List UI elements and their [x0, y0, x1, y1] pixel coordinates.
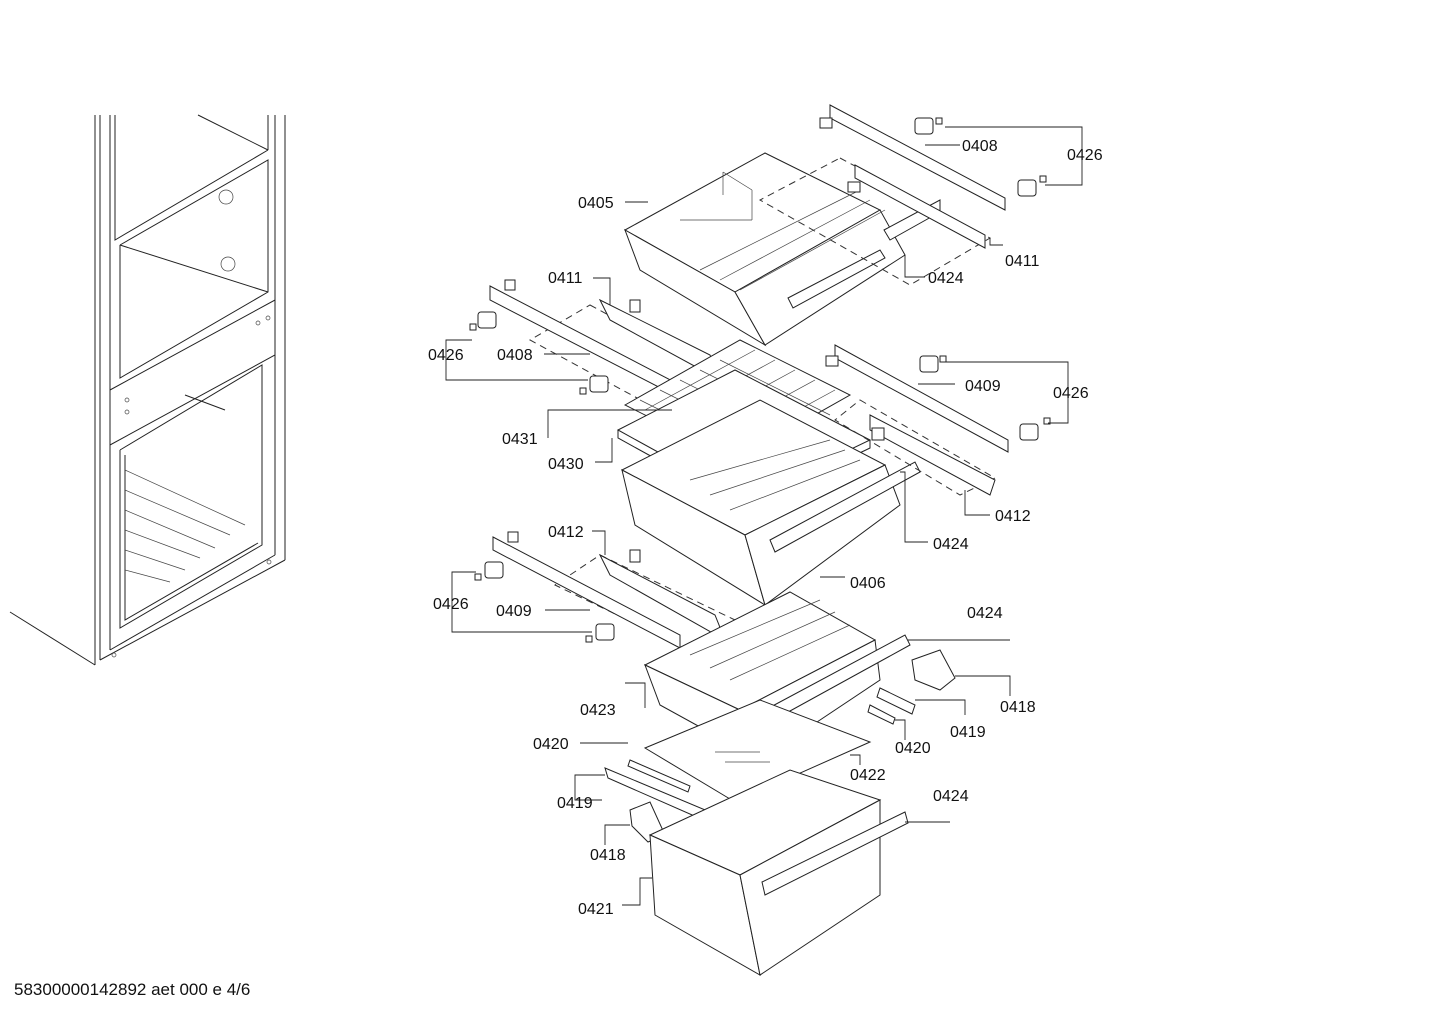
cover-strip-0420-left	[627, 759, 691, 793]
callout-0412-left: 0412	[548, 524, 584, 541]
callout-0418-left: 0418	[590, 847, 626, 864]
mid-right-rail-0409	[825, 344, 1009, 496]
glass-plate-0422	[643, 699, 872, 803]
leader-lines	[445, 126, 1083, 906]
screw-0426-left-d	[585, 623, 615, 643]
document-code: 58300000142892 aet 000 e 4/6	[14, 980, 251, 999]
middle-drawer-0406	[620, 399, 921, 607]
screw-0426-top-a	[914, 117, 943, 135]
upper-right-rail-0408	[819, 104, 1006, 249]
callout-0406: 0406	[850, 575, 886, 592]
callout-0426-left-b: 0426	[433, 596, 469, 613]
screw-0426-mid-a	[919, 355, 947, 373]
upper-left-rail-0408	[489, 279, 721, 399]
callout-0409-right: 0409	[965, 378, 1001, 395]
callout-0411-right: 0411	[1005, 253, 1040, 270]
callout-0431: 0431	[502, 431, 538, 448]
callout-0420-right: 0420	[895, 740, 931, 757]
callout-0421: 0421	[578, 901, 614, 918]
screw-0426-left-a	[469, 311, 497, 331]
callout-0423: 0423	[580, 702, 616, 719]
callout-0412-right: 0412	[995, 508, 1031, 525]
callout-0405: 0405	[578, 195, 614, 212]
callout-0408-left: 0408	[497, 347, 533, 364]
callout-0424-top: 0424	[928, 270, 964, 287]
slide-rail-0419-right	[876, 687, 916, 715]
screw-0426-top-b	[1017, 175, 1047, 197]
callout-0419-left: 0419	[557, 795, 593, 812]
callout-0420-left: 0420	[533, 736, 569, 753]
callout-0409-left: 0409	[496, 603, 532, 620]
callout-0408-top: 0408	[962, 138, 998, 155]
mid-right-guide-outline	[834, 399, 997, 496]
screw-0426-left-c	[474, 561, 504, 581]
callout-0411-left: 0411	[548, 270, 583, 287]
callout-0418-right: 0418	[1000, 699, 1036, 716]
callout-0419-right: 0419	[950, 724, 986, 741]
callout-0426-top: 0426	[1067, 147, 1103, 164]
callout-0426-mid-right: 0426	[1053, 385, 1089, 402]
upper-drawer-0405	[623, 152, 941, 347]
bottom-drawer-0421	[648, 769, 909, 976]
appliance-cabinet	[9, 114, 286, 666]
callout-0430: 0430	[548, 456, 584, 473]
callout-0424-mid: 0424	[933, 536, 969, 553]
drawer-bracket-0418-right	[911, 649, 956, 691]
cover-strip-0420-right	[867, 704, 896, 725]
mid-left-guide-outline	[553, 554, 737, 651]
screw-0426-mid-b	[1019, 417, 1051, 441]
callout-labels: 0408 0426 0405 0411 0424 0411 0426 0408 …	[428, 138, 1103, 918]
callout-0424-low-b: 0424	[933, 788, 969, 805]
callout-0426-left-a: 0426	[428, 347, 464, 364]
screw-0426-left-b	[579, 375, 609, 395]
callout-0422: 0422	[850, 767, 886, 784]
callout-0424-low-a: 0424	[967, 605, 1003, 622]
